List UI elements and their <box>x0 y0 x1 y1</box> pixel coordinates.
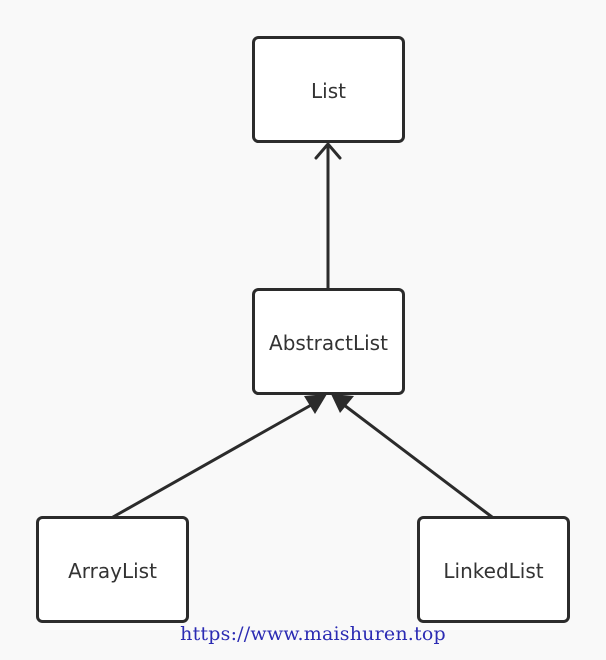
filled-arrowhead-icon <box>304 394 327 414</box>
node-abstractlist-label: AbstractList <box>269 331 388 355</box>
filled-arrowhead-icon <box>331 394 354 413</box>
edge-arraylist-to-abstractlist <box>111 402 315 519</box>
node-list-label: List <box>311 79 346 103</box>
open-arrowhead-icon <box>314 141 342 160</box>
node-abstractlist: AbstractList <box>252 288 405 395</box>
node-arraylist: ArrayList <box>36 516 189 623</box>
edges <box>111 141 494 519</box>
node-list: List <box>252 36 405 143</box>
node-linkedlist: LinkedList <box>417 516 570 623</box>
watermark-url: https://www.maishuren.top <box>180 623 446 645</box>
edge-linkedlist-to-abstractlist <box>342 403 494 519</box>
node-linkedlist-label: LinkedList <box>443 559 543 583</box>
node-arraylist-label: ArrayList <box>68 559 157 583</box>
